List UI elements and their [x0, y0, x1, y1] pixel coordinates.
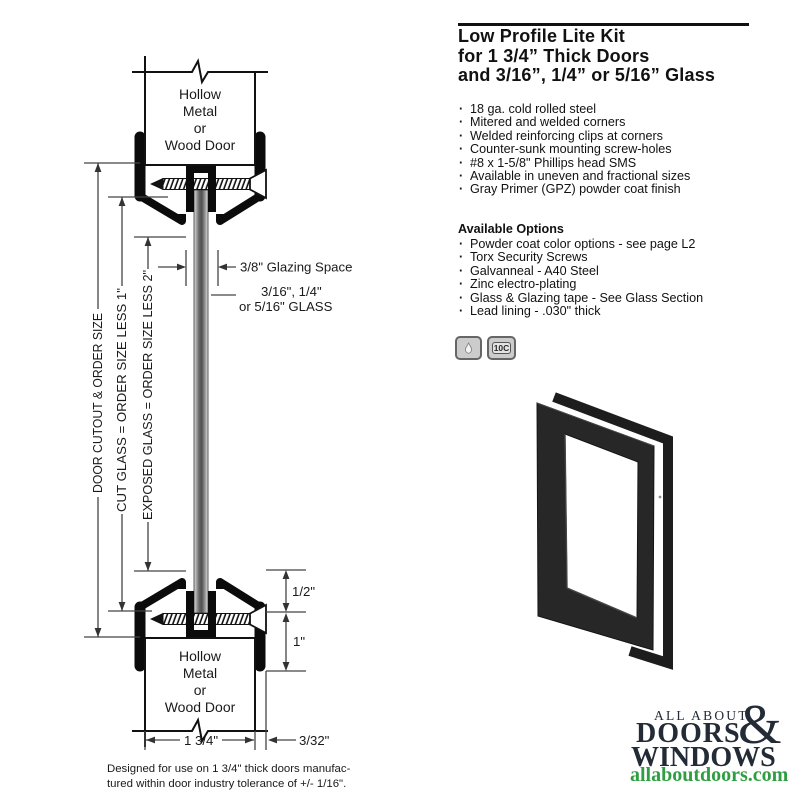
dim-label-half-inch: 1/2": [292, 584, 315, 599]
dim-line-door-cutout: [84, 162, 140, 638]
grade-badge-label: 10C: [491, 342, 512, 354]
dim-line-exposed-glass: [134, 236, 186, 572]
rating-badges: 10C: [455, 336, 516, 360]
back-frame: [552, 392, 673, 670]
option-item: Zinc electro-plating: [458, 277, 703, 292]
title-line3: and 3/16”, 1/4” or 5/16” Glass: [458, 65, 716, 85]
dim-label-glazing-space: 3/8" Glazing Space: [240, 260, 352, 275]
feature-item: Counter-sunk mounting screw-holes: [458, 142, 690, 157]
screw-hole-dot: [658, 495, 662, 499]
option-item: Galvanneal - A40 Steel: [458, 264, 703, 279]
title-line2: for 1 3/4” Thick Doors: [458, 45, 650, 66]
door-label: Wood Door: [165, 699, 236, 715]
dim-line-cut-glass: [108, 196, 168, 612]
glazing-channel-top: [176, 166, 226, 221]
dim-label-door-thickness: 1 3/4": [184, 733, 218, 748]
dimension-arrows: [94, 163, 290, 744]
dim-label-overhang: 3/32": [299, 733, 330, 748]
door-section-bottom: Hollow Metal or Wood Door: [132, 637, 268, 747]
door-section-top: Hollow Metal or Wood Door: [132, 56, 268, 166]
header-rule: [458, 23, 749, 26]
lite-kit-cross-section-diagram: Hollow Metal or Wood Door Hollow Metal o…: [84, 56, 352, 790]
title-line1: Low Profile Lite Kit: [458, 26, 626, 46]
break-line-top: [132, 58, 268, 85]
feature-item: Welded reinforcing clips at corners: [458, 129, 690, 144]
logo-all-about: ALL ABOUT: [654, 708, 749, 723]
dim-label-cut-glass: CUT GLASS = ORDER SIZE LESS 1": [115, 288, 129, 512]
feature-item: 18 ga. cold rolled steel: [458, 102, 690, 117]
fire-rating-badge: [455, 336, 482, 360]
product-photo-lite-kit-frame: [536, 392, 673, 670]
frame-highlight: [536, 402, 655, 447]
options-heading: Available Options: [458, 222, 564, 236]
flame-icon: [465, 341, 472, 354]
dim-line-glazing-space: [158, 250, 236, 286]
glass-pane: [193, 189, 209, 614]
logo-url: allaboutdoors.com: [630, 764, 789, 786]
dim-label-one-inch: 1": [293, 634, 305, 649]
logo-doors: DOORS: [636, 718, 741, 749]
logo-windows: WINDOWS: [631, 742, 776, 773]
option-item: Lead lining - .030" thick: [458, 304, 703, 319]
options-list: Powder coat color options - see page L2 …: [458, 237, 703, 319]
feature-item: Gray Primer (GPZ) powder coat finish: [458, 183, 690, 198]
option-item: Torx Security Screws: [458, 250, 703, 265]
door-label: or: [194, 120, 207, 136]
logo-ampersand: &: [738, 694, 782, 756]
option-item: Glass & Glazing tape - See Glass Section: [458, 291, 703, 306]
glass-label-line2: or 5/16" GLASS: [239, 299, 333, 314]
glass-label-line1: 3/16", 1/4": [261, 284, 322, 299]
mounting-screw-bottom: [150, 603, 267, 635]
door-label: Hollow: [179, 86, 222, 102]
feature-item: Available in uneven and fractional sizes: [458, 169, 690, 184]
footnote-line2: tured within door industry tolerance of …: [107, 778, 346, 790]
product-title: Low Profile Lite Kit for 1 3/4” Thick Do…: [458, 26, 716, 86]
feature-item: Mitered and welded corners: [458, 115, 690, 130]
dim-line-bottom: [144, 731, 296, 750]
break-line-bottom: [132, 717, 268, 744]
mounting-screw-top: [150, 168, 267, 200]
feature-list: 18 ga. cold rolled steel Mitered and wel…: [458, 102, 690, 198]
grade-badge: 10C: [487, 336, 516, 360]
frame-inner-bevel: [564, 433, 638, 619]
option-item: Powder coat color options - see page L2: [458, 237, 703, 252]
door-label: Hollow: [179, 648, 222, 664]
glazing-channel-bottom: [176, 582, 226, 637]
footnote-line1: Designed for use on 1 3/4" thick doors m…: [107, 763, 351, 775]
door-label: Wood Door: [165, 137, 236, 153]
door-label: Metal: [183, 665, 217, 681]
door-label: Metal: [183, 103, 217, 119]
dim-label-door-cutout: DOOR CUTOUT & ORDER SIZE: [91, 313, 105, 493]
feature-item: #8 x 1-5/8" Phillips head SMS: [458, 156, 690, 171]
dim-label-exposed-glass: EXPOSED GLASS = ORDER SIZE LESS 2": [141, 270, 155, 520]
door-label: or: [194, 682, 207, 698]
